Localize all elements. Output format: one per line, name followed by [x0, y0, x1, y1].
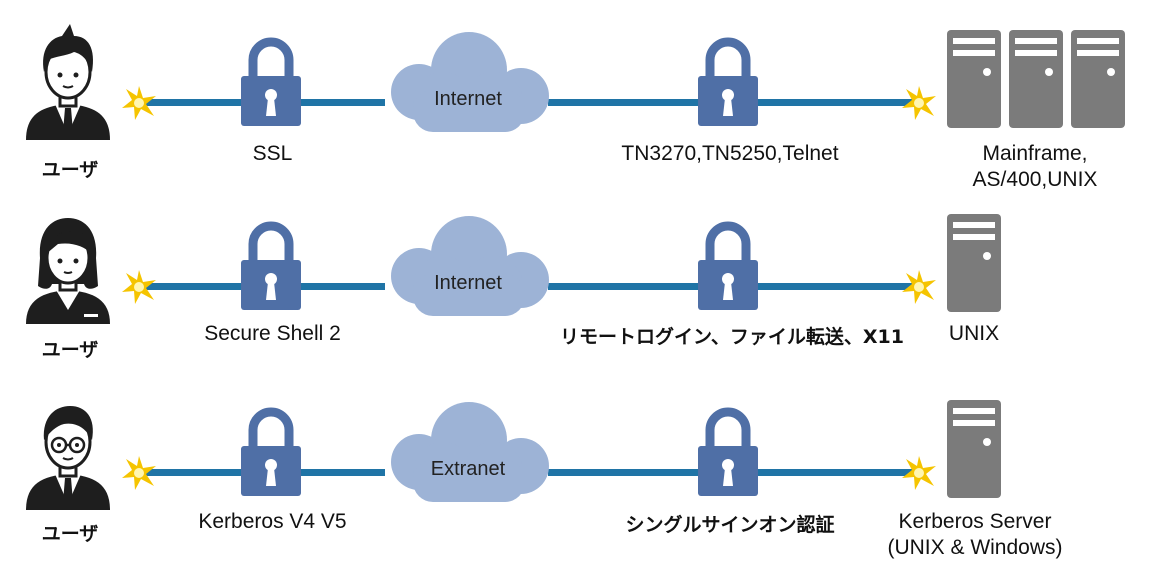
connector-star-icon: [120, 268, 158, 306]
server-tower-icon: [1009, 30, 1063, 128]
connector-star-icon: [120, 84, 158, 122]
row-2: ユーザ Secure Shell 2 Internet: [0, 186, 1150, 376]
server-label-secondary: AS/400,UNIX: [972, 168, 1098, 191]
row-3: ユーザ Kerberos V4 V5 Extranet: [0, 372, 1150, 562]
network-label: Internet: [434, 88, 502, 110]
cloud-icon: [383, 214, 553, 318]
user-avatar-icon: [22, 392, 114, 512]
server-label-secondary: (UNIX & Windows): [887, 536, 1063, 559]
connector-star-icon: [120, 454, 158, 492]
protocol-label-left: Kerberos V4 V5: [198, 510, 347, 533]
padlock-icon: [697, 406, 759, 498]
padlock-icon: [240, 406, 302, 498]
protocol-label-right: リモートログイン、ファイル転送、X11: [560, 326, 904, 348]
server-tower-icon: [1071, 30, 1125, 128]
padlock-icon: [240, 36, 302, 128]
user-label: ユーザ: [41, 523, 99, 545]
user-label: ユーザ: [41, 339, 99, 361]
server-tower-icon: [947, 214, 1001, 312]
connector-star-icon: [900, 84, 938, 122]
network-label: Internet: [434, 272, 502, 294]
user-label: ユーザ: [41, 159, 99, 181]
server-tower-icon: [947, 30, 1001, 128]
protocol-label-left: Secure Shell 2: [204, 322, 341, 345]
protocol-label-right: シングルサインオン認証: [625, 514, 835, 536]
padlock-icon: [240, 220, 302, 312]
connector-star-icon: [900, 268, 938, 306]
server-tower-icon: [947, 400, 1001, 498]
row-1: ユーザ SSL Internet: [0, 0, 1150, 191]
protocol-label-right: TN3270,TN5250,Telnet: [621, 142, 839, 165]
server-label: Kerberos Server: [898, 510, 1052, 533]
user-avatar-icon: [22, 22, 114, 142]
protocol-label-left: SSL: [252, 142, 293, 165]
server-label: UNIX: [948, 322, 1000, 345]
connector-star-icon: [900, 454, 938, 492]
padlock-icon: [697, 220, 759, 312]
network-label: Extranet: [430, 458, 506, 480]
cloud-icon: [383, 400, 553, 504]
server-label: Mainframe,: [982, 142, 1088, 165]
cloud-icon: [383, 30, 553, 134]
padlock-icon: [697, 36, 759, 128]
user-avatar-icon: [22, 206, 114, 326]
